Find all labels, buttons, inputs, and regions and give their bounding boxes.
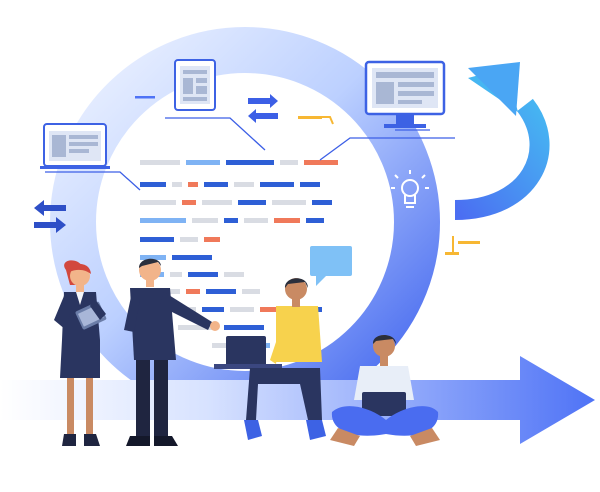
code-segment [238,200,266,205]
code-segment [170,272,182,277]
code-segment [230,307,254,312]
cycle-arrow-icon [454,62,550,220]
code-segment [202,200,232,205]
code-segment [226,160,274,165]
code-segment [188,272,218,277]
code-segment [192,218,218,223]
code-segment [260,307,286,312]
code-segment [178,325,218,330]
code-segment [224,218,238,223]
swap-arrows-icon [248,94,278,123]
code-segment [244,218,268,223]
code-segment [180,237,198,242]
code-segment [212,343,234,348]
man-with-laptop-sitting [214,278,326,440]
code-segment [300,182,320,187]
man-cross-legged-laptop [330,335,440,446]
code-segment [280,160,298,165]
code-segment [224,325,264,330]
lightbulb-icon [391,170,429,208]
code-segment [172,255,212,260]
monitor-icon [364,60,446,128]
swap-arrows-icon-left [34,200,66,233]
progress-arrow [0,356,595,444]
code-segment [204,182,228,187]
code-segment [188,182,198,187]
code-segment [186,160,220,165]
code-segment [206,289,236,294]
code-segment [202,307,224,312]
code-lines [140,160,338,348]
code-segment [274,218,300,223]
code-segment [140,182,166,187]
code-segment [304,160,338,165]
decor-dashes [135,96,480,255]
man-pointing [124,258,220,446]
chat-bubble-icon [310,246,352,286]
code-segment [224,272,244,277]
woman-with-tablet [54,260,107,446]
code-segment [312,200,332,205]
code-segment [306,218,324,223]
code-segment [140,237,174,242]
browser-window-icon [40,123,110,169]
code-segment [186,289,200,294]
code-segment [182,200,196,205]
code-segment [260,182,294,187]
code-segment [204,237,220,242]
code-segment [234,182,254,187]
code-segment [140,255,166,260]
code-segment [242,289,260,294]
code-segment [140,200,176,205]
connector-lines [45,117,455,191]
code-segment [272,200,306,205]
mobile-screen-icon [174,59,216,111]
code-segment [172,182,182,187]
code-segment [140,218,186,223]
code-segment [140,160,180,165]
